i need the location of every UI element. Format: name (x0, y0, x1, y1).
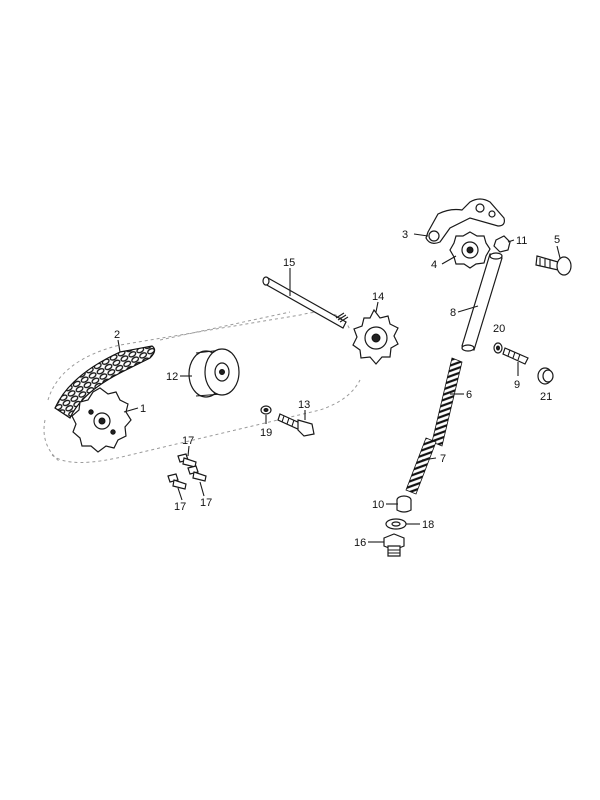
spring-lower (405, 437, 437, 495)
washer-19 (260, 405, 272, 415)
callout-3: 3 (402, 229, 408, 241)
callout-21: 21 (540, 391, 552, 403)
callout-9: 9 (514, 379, 520, 391)
washer-20 (493, 342, 503, 354)
callout-15: 15 (283, 257, 295, 269)
callout-13: 13 (298, 399, 310, 411)
callout-6: 6 (466, 389, 472, 401)
callout-10: 10 (372, 499, 384, 511)
drive-chain (54, 345, 156, 419)
callout-11: 11 (516, 235, 527, 247)
bolt-17-b (187, 465, 207, 482)
callout-14: 14 (372, 291, 384, 303)
stud-9 (502, 347, 529, 365)
drive-sprocket (71, 387, 132, 453)
cap-nut-21 (537, 367, 554, 385)
callout-5: 5 (554, 234, 560, 246)
bolt-13 (277, 413, 315, 437)
callout-17-left: 17 (174, 501, 186, 513)
callouts: 1 2 3 4 5 6 7 8 9 10 11 12 13 14 15 16 1… (114, 229, 560, 549)
leader-lines (117, 233, 561, 543)
callout-2: 2 (114, 329, 120, 341)
cam-sprocket (352, 308, 399, 365)
callout-4: 4 (431, 259, 437, 271)
sealing-bolt-10 (396, 495, 412, 513)
callout-17-right: 17 (200, 497, 212, 509)
drain-bolt-16 (383, 533, 405, 557)
idler-roller (188, 348, 240, 398)
callout-8: 8 (450, 307, 456, 319)
bolts-17 (167, 453, 207, 490)
shaft (262, 276, 349, 329)
washer-18 (385, 518, 407, 530)
callout-1: 1 (140, 403, 146, 415)
spring-upper (431, 357, 463, 447)
callout-16: 16 (354, 537, 366, 549)
callout-19: 19 (260, 427, 272, 439)
nut-11 (493, 235, 511, 253)
tensioner-bracket (425, 198, 505, 244)
callout-12: 12 (166, 371, 178, 383)
callout-20: 20 (493, 323, 505, 335)
bolt-17-a (177, 453, 197, 468)
callout-18: 18 (422, 519, 434, 531)
assembly-outline (43, 311, 361, 463)
bolt-17-c (167, 473, 187, 490)
tensioner-rod (461, 252, 503, 352)
tensioner-wheel (449, 231, 491, 269)
bolt-5 (535, 255, 572, 276)
callout-17-top: 17 (182, 435, 194, 447)
callout-7: 7 (440, 453, 446, 465)
